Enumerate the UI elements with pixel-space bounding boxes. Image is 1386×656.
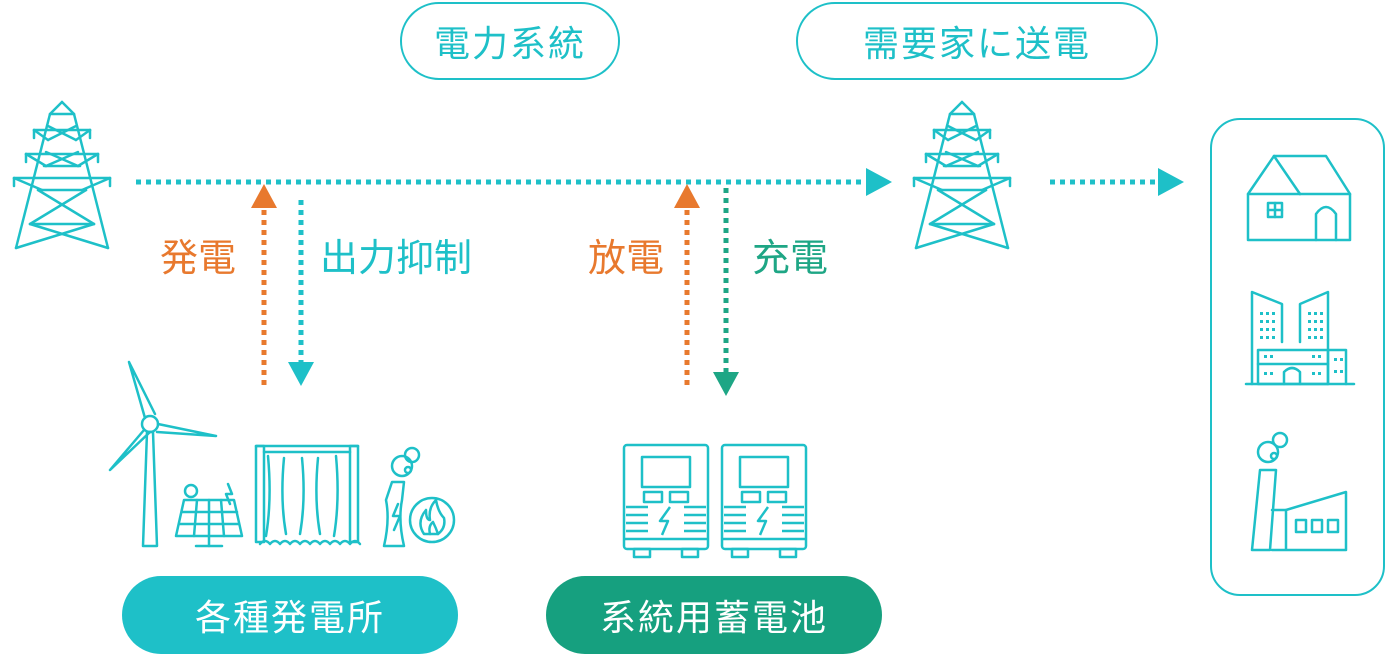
charge-label: 充電 xyxy=(752,236,829,280)
grid-battery-label-pill: 系統用蓄電池 xyxy=(546,576,882,654)
output-curtailment-label: 出力抑制 xyxy=(320,236,473,280)
discharge-label: 放電 xyxy=(588,236,665,280)
transmission-tower-icon-left xyxy=(12,100,112,250)
generation-label: 発電 xyxy=(160,236,237,280)
house-icon xyxy=(1246,154,1352,242)
power-plants-label-pill: 各種発電所 xyxy=(122,576,458,654)
thermal-plant-icon xyxy=(382,446,456,548)
discharge-arrow-icon xyxy=(674,184,700,208)
consumers-panel xyxy=(1210,118,1385,596)
delivery-label: 需要家に送電 xyxy=(862,24,1091,65)
grid-battery-icon-right xyxy=(720,443,808,559)
office-buildings-icon xyxy=(1244,290,1356,386)
grid-label-pill: 電力系統 xyxy=(400,2,620,80)
power-plants-label: 各種発電所 xyxy=(194,598,385,639)
arrow-to-delivery-tower xyxy=(866,168,892,196)
generation-arrow-icon xyxy=(251,184,277,208)
curtailment-arrow-icon xyxy=(288,362,314,386)
factory-icon xyxy=(1250,431,1348,552)
grid-label: 電力系統 xyxy=(433,24,586,65)
hydro-dam-icon xyxy=(254,444,362,546)
delivery-label-pill: 需要家に送電 xyxy=(796,2,1158,80)
transmission-tower-icon-right xyxy=(912,100,1012,250)
solar-panel-icon xyxy=(174,482,244,548)
grid-battery-icon-left xyxy=(622,443,710,559)
power-plants-icon-group xyxy=(108,360,456,548)
grid-battery-label: 系統用蓄電池 xyxy=(599,598,828,639)
arrow-to-consumers xyxy=(1158,168,1184,196)
building-windows xyxy=(1260,312,1343,375)
wind-turbine-icon xyxy=(108,360,218,548)
charge-arrow-icon xyxy=(713,372,739,396)
